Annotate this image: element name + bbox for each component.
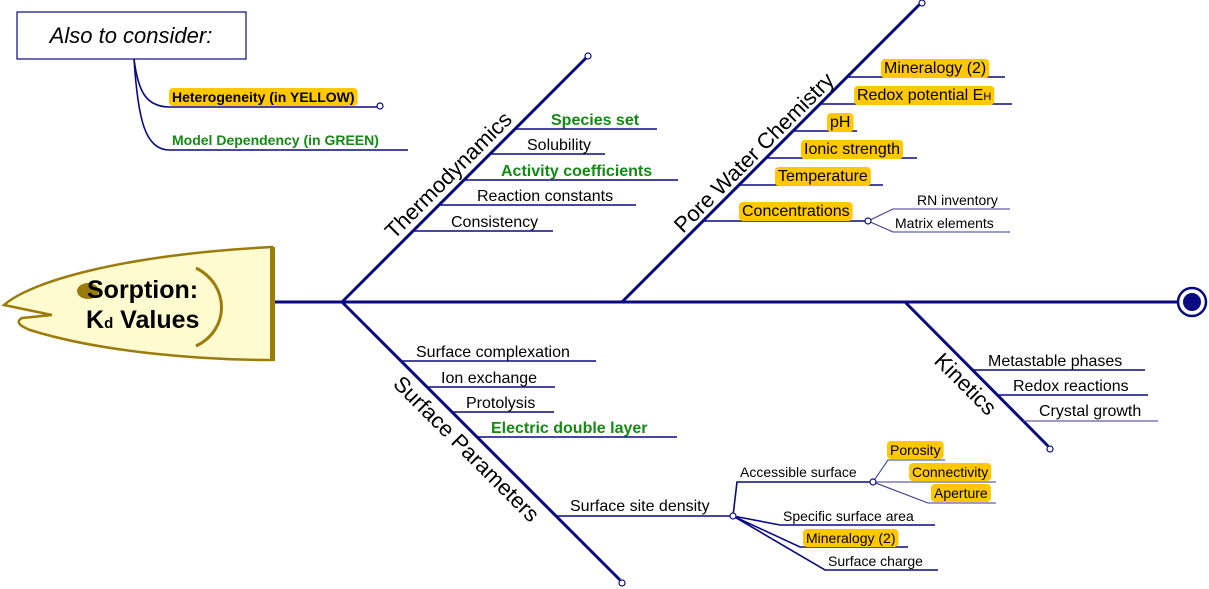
legend-box[interactable] [16, 11, 247, 60]
branch-kinetics: Kinetics Metastable phases Redox reactio… [903, 300, 1158, 453]
legend-title: Also to consider: [48, 23, 213, 48]
item-consistency[interactable]: Consistency [451, 214, 538, 231]
item-porosity[interactable]: Porosity [890, 442, 941, 458]
head-line2: Kd Values [86, 306, 199, 334]
legend-heterogeneity[interactable]: Heterogeneity (in YELLOW) [172, 89, 355, 105]
legend-connector [133, 58, 408, 151]
item-species-set[interactable]: Species set [551, 112, 640, 129]
highlight-box [881, 59, 990, 78]
item-surface-site-density[interactable]: Surface site density [570, 498, 710, 515]
item-ion-exchange[interactable]: Ion exchange [441, 370, 537, 387]
expand-icon[interactable] [376, 102, 384, 110]
branch-end[interactable] [584, 52, 592, 60]
item-activity-coefficients[interactable]: Activity coefficients [501, 163, 652, 180]
item-electric-double-layer[interactable]: Electric double layer [491, 420, 648, 437]
highlight-box [169, 88, 358, 106]
tail-dot-icon [1183, 293, 1201, 311]
item-redox-reactions[interactable]: Redox reactions [1013, 378, 1129, 395]
item-rn-inventory[interactable]: RN inventory [917, 192, 998, 208]
highlight-box [827, 113, 854, 132]
item-connectivity[interactable]: Connectivity [912, 464, 988, 480]
item-crystal-growth[interactable]: Crystal growth [1039, 403, 1141, 420]
item-temperature[interactable]: Temperature [778, 168, 868, 185]
item-specific-surface-area[interactable]: Specific surface area [783, 508, 914, 524]
item-ionic-strength[interactable]: Ionic strength [804, 141, 900, 158]
item-matrix-elements[interactable]: Matrix elements [895, 215, 994, 231]
highlight-box [931, 484, 991, 502]
item-aperture[interactable]: Aperture [934, 485, 988, 501]
legend: Also to consider: Heterogeneity (in YELL… [16, 11, 408, 151]
highlight-box [801, 140, 904, 159]
highlight-box [803, 529, 899, 547]
highlight-box [887, 441, 944, 459]
branch-end[interactable] [1046, 445, 1054, 453]
item-ph[interactable]: pH [830, 114, 850, 131]
item-reaction-constants[interactable]: Reaction constants [477, 188, 613, 205]
highlight-box [909, 463, 992, 481]
branch-surface-parameters: Surface Parameters Surface complexation … [340, 300, 996, 587]
highlight-box [775, 167, 871, 186]
fish-head[interactable]: Sorption: Kd Values [1, 245, 275, 362]
item-surface-charge[interactable]: Surface charge [828, 553, 923, 569]
highlight-box [739, 202, 853, 221]
item-accessible-surface[interactable]: Accessible surface [740, 464, 857, 480]
highlight-box [854, 86, 995, 105]
item-surface-complexation[interactable]: Surface complexation [416, 344, 570, 361]
item-surface-mineralogy[interactable]: Mineralogy (2) [806, 530, 895, 546]
node-circle[interactable] [869, 478, 877, 486]
item-redox-potential[interactable]: Redox potential EH [857, 87, 991, 104]
node-circle[interactable] [729, 512, 737, 520]
item-concentrations[interactable]: Concentrations [742, 203, 850, 220]
legend-model-dependency[interactable]: Model Dependency (in GREEN) [172, 132, 379, 148]
item-solubility[interactable]: Solubility [527, 137, 591, 154]
branch-end[interactable] [618, 579, 626, 587]
item-mineralogy[interactable]: Mineralogy (2) [884, 60, 986, 77]
branch-end[interactable] [918, 0, 926, 7]
node-circle[interactable] [864, 217, 872, 225]
eye-icon [77, 283, 99, 299]
head-line1: Sorption: [87, 276, 198, 304]
item-protolysis[interactable]: Protolysis [466, 395, 535, 412]
branch-thermodynamics: Thermodynamics Species set Solubility Ac… [340, 52, 678, 304]
item-metastable-phases[interactable]: Metastable phases [988, 353, 1122, 370]
branch-pore-water-chemistry: Pore Water Chemistry Mineralogy (2) Redo… [620, 0, 1012, 304]
